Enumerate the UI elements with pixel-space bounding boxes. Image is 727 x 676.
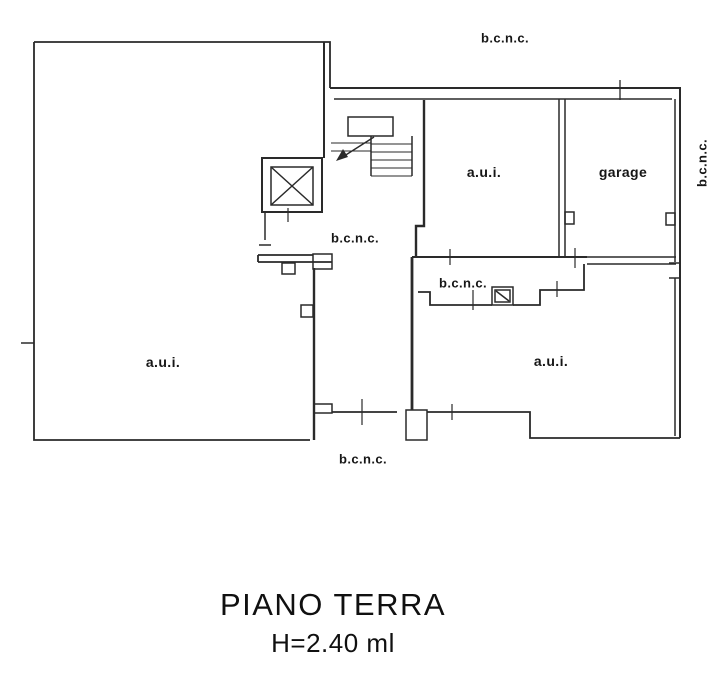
area-label-bcnc-right: b.c.n.c. [694, 139, 710, 187]
room-aui-center-walls [416, 99, 675, 257]
duct-shaft [495, 290, 510, 302]
elevator-shaft [262, 158, 322, 222]
room-label-garage: garage [598, 164, 648, 180]
garage-walls [575, 248, 676, 268]
stair-direction-arrow [341, 137, 374, 158]
room-label-aui-center: a.u.i. [466, 164, 502, 180]
corridor-walls [412, 249, 587, 310]
room-label-aui-right: a.u.i. [533, 353, 569, 369]
stair-core-walls [258, 42, 332, 274]
area-label-bcnc-top: b.c.n.c. [481, 30, 529, 46]
lower-walls [332, 257, 680, 440]
title-block: PIANO TERRA H=2.40 ml [219, 587, 447, 659]
area-label-bcnc-hall: b.c.n.c. [331, 230, 379, 246]
area-label-bcnc-corridor: b.c.n.c. [439, 275, 487, 291]
outer-walls [330, 80, 681, 438]
area-label-bcnc-bottom: b.c.n.c. [339, 451, 387, 467]
room-label-aui-left: a.u.i. [145, 354, 181, 370]
plan-title: PIANO TERRA [219, 587, 447, 622]
room-aui-left-walls [21, 42, 332, 440]
plan-height-note: H=2.40 ml [271, 628, 395, 659]
staircase [331, 117, 412, 176]
